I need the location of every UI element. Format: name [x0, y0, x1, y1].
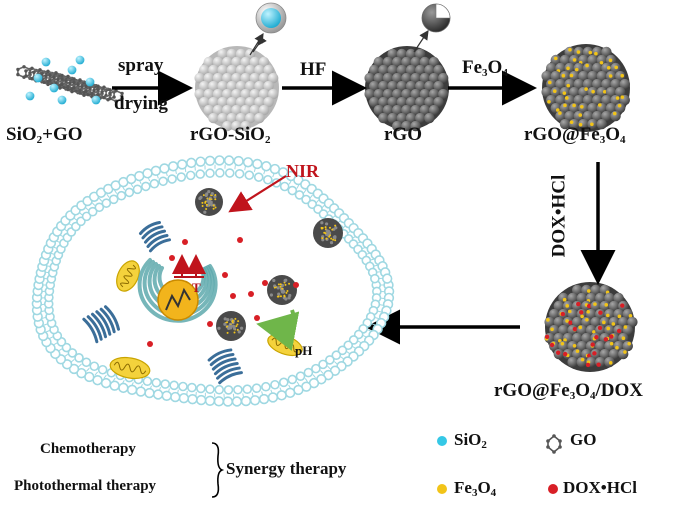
- sio2-particle: [49, 83, 59, 93]
- sio2-particle: [75, 55, 85, 65]
- nir-arrow: [228, 175, 287, 213]
- er-stack: [138, 221, 172, 253]
- rgo-sio2-sphere: [194, 46, 279, 132]
- go-sheet: [16, 55, 124, 105]
- legend-sio2-label: SiO2: [454, 430, 487, 451]
- therapy-brace: [211, 442, 225, 498]
- nucleus: [157, 279, 199, 321]
- rgo-sio2-label: rGO-SiO2: [190, 124, 271, 146]
- mitochondrion: [116, 260, 140, 292]
- rgo-fe3o4-sphere: [541, 44, 630, 132]
- synergy-therapy-label: Synergy therapy: [226, 459, 347, 478]
- dox-molecule: [230, 293, 236, 299]
- inset-pointer-1: [249, 32, 264, 56]
- mitochondrion: [109, 356, 151, 380]
- er-stack: [82, 305, 120, 344]
- photothermal-therapy-label: Photothermal therapy: [14, 478, 157, 494]
- cancer-cell: [31, 155, 395, 407]
- nanoparticle: [216, 311, 246, 341]
- legend-go-icon: [546, 434, 562, 454]
- rgo-sphere: [364, 46, 449, 132]
- legend-fe3o4-marker: [437, 484, 447, 494]
- nanoparticle: [313, 218, 343, 248]
- dox-molecule: [222, 272, 228, 278]
- step-spray-label: spray: [118, 55, 164, 76]
- step-fe3o4-label: Fe3O4: [462, 57, 508, 79]
- step-hf-label: HF: [300, 59, 327, 80]
- nanoparticle: [267, 275, 297, 305]
- temperature-label: T: [192, 280, 201, 295]
- sio2-particle: [91, 95, 101, 105]
- dox-molecule: [207, 321, 213, 327]
- sio2-particle: [57, 95, 67, 105]
- rgo-fe3o4-dox-label: rGO@Fe3O4/DOX: [494, 380, 643, 402]
- legend-dox-marker: [548, 484, 558, 494]
- rgo-fe3o4-label: rGO@Fe3O4: [524, 124, 626, 146]
- dox-molecule: [254, 315, 260, 321]
- dox-molecule: [248, 291, 254, 297]
- step-dox-hcl-label: DOX•HCl: [548, 174, 570, 258]
- sio2-particle: [67, 65, 77, 75]
- legend-sio2-marker: [437, 436, 447, 446]
- ph-arrow: [256, 309, 300, 351]
- sio2-particle: [25, 91, 35, 101]
- sio2-particle: [33, 73, 43, 83]
- legend-fe3o4-label: Fe3O4: [454, 478, 497, 499]
- nir-label: NIR: [286, 161, 320, 181]
- legend-dox-label: DOX•HCl: [563, 478, 637, 497]
- step-drying-label: drying: [114, 93, 168, 114]
- sio2-core-inset: [252, 2, 287, 53]
- dox-molecule: [237, 237, 243, 243]
- sio2-particle: [85, 77, 95, 87]
- inset-pointer-2: [413, 30, 429, 53]
- rgo-label: rGO: [384, 124, 422, 145]
- legend-go-label: GO: [570, 430, 597, 449]
- sio2-particle: [41, 57, 51, 67]
- dox-molecule: [182, 239, 188, 245]
- dox-molecule: [169, 255, 175, 261]
- heat-arrows: [172, 254, 206, 278]
- dox-molecule: [293, 282, 299, 288]
- dox-molecule: [262, 280, 268, 286]
- chemotherapy-label: Chemotherapy: [40, 441, 136, 457]
- dox-molecule: [147, 341, 153, 347]
- sio2-go-label: SiO2+GO: [6, 124, 83, 146]
- hollow-rgo-inset: [421, 3, 451, 33]
- nanoparticle: [195, 188, 223, 216]
- ph-label: pH: [295, 343, 313, 358]
- er-stack: [207, 348, 243, 385]
- rgo-fe3o4-dox-sphere: [544, 282, 638, 372]
